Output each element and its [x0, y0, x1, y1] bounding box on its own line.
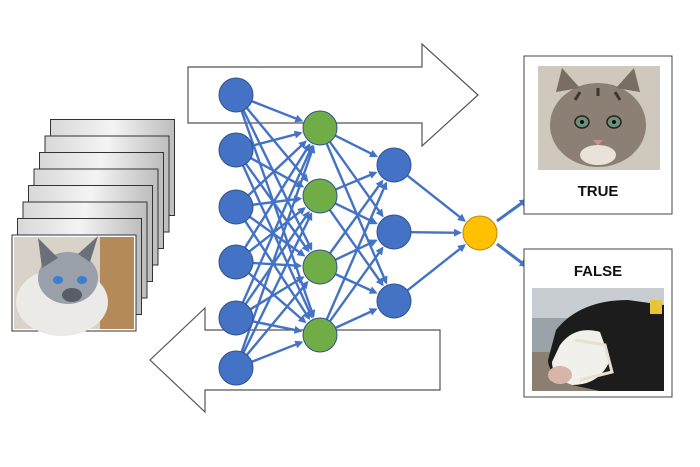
layer-0-node-3: [218, 244, 254, 280]
edge-l2-1-to-0: [410, 228, 463, 237]
edge-l0-0-to-0: [251, 100, 304, 123]
output-node: [462, 215, 498, 251]
output-false-panel: FALSE: [523, 248, 673, 398]
layer-0-node-0: [218, 77, 254, 113]
output-true-panel: TRUE: [523, 55, 673, 215]
edge-l0-4-to-1: [244, 210, 310, 305]
edge-l1-2-to-0: [329, 179, 384, 254]
layer-0-node-2: [218, 189, 254, 225]
true-label: TRUE: [578, 183, 619, 200]
edge-l0-4-to-3: [252, 320, 303, 334]
edge-l1-1-to-2: [328, 209, 384, 287]
edge-l0-4-to-0: [241, 144, 314, 303]
layer-0-node-4: [218, 300, 254, 336]
edge-l1-3-to-2: [334, 308, 378, 329]
edge-l0-5-to-1: [242, 212, 313, 354]
true-output-arrow: [496, 198, 528, 223]
layer-2-node-0: [376, 147, 412, 183]
edge-l2-2-to-0: [406, 244, 466, 292]
layer-2-node-2: [376, 283, 412, 319]
edge-l0-1-to-2: [244, 163, 310, 253]
edge-l0-2-to-3: [244, 220, 311, 320]
network-connections: [240, 100, 466, 363]
network-nodes: [218, 77, 498, 386]
false-output-arrow: [496, 242, 528, 268]
layer-0-node-1: [218, 132, 254, 168]
edge-l0-0-to-1: [245, 107, 309, 183]
cow-photo: [532, 288, 664, 391]
edge-l0-3-to-3: [248, 272, 307, 324]
layer-1-node-1: [302, 178, 338, 214]
layer-1-node-0: [302, 110, 338, 146]
edge-l0-3-to-0: [244, 143, 311, 249]
edge-l0-2-to-0: [247, 140, 307, 197]
layer-1-node-2: [302, 249, 338, 285]
edge-l1-0-to-1: [328, 141, 384, 218]
edge-l1-3-to-0: [325, 181, 388, 320]
layer-2-node-1: [376, 214, 412, 250]
forward-arrow-icon: [187, 42, 479, 148]
edge-l0-1-to-1: [250, 157, 305, 188]
false-label: FALSE: [574, 263, 622, 280]
edge-l1-0-to-0: [334, 134, 378, 158]
edge-l0-5-to-2: [245, 280, 309, 356]
input-image-stack: [11, 119, 175, 336]
backward-arrow-icon: [149, 306, 441, 414]
layer-0-node-5: [218, 350, 254, 386]
layer-1-node-3: [302, 317, 338, 353]
siamese-cat-photo: [11, 234, 137, 336]
edge-l0-1-to-0: [252, 130, 303, 147]
edge-l0-3-to-1: [248, 207, 306, 253]
tabby-cat-photo: [538, 66, 660, 170]
edge-l0-2-to-1: [252, 195, 303, 206]
edge-l1-3-to-1: [328, 246, 384, 322]
edge-l2-0-to-0: [406, 174, 466, 222]
edge-l1-1-to-0: [335, 171, 378, 191]
edge-l0-5-to-0: [240, 144, 316, 353]
edge-l0-5-to-3: [251, 340, 304, 363]
